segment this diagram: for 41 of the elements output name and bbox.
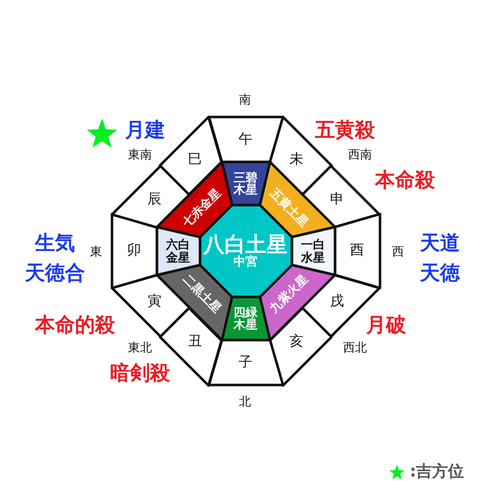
zodiac-sign: 辰 [147, 192, 162, 208]
fortune-label: 五黄殺 [315, 116, 375, 144]
fortune-label: 本命的殺 [35, 312, 115, 338]
star-name: 九紫火星 [267, 272, 310, 316]
direction-label: 北 [239, 394, 251, 410]
star-name: 四緑木星 [232, 306, 258, 332]
fortune-label: 暗剣殺 [110, 360, 170, 386]
position-label: 中宮 [232, 256, 258, 268]
direction-label: 西北 [343, 340, 367, 356]
zodiac-sign: 子 [238, 355, 252, 370]
zodiac-sign: 寅 [147, 294, 162, 310]
legend-text: :吉方位 [410, 462, 464, 482]
zodiac-sign: 午 [238, 132, 252, 147]
zodiac-sign: 酉 [350, 244, 364, 258]
zodiac-sign: 巳 [188, 152, 202, 168]
fortune-label: 天徳合 [25, 260, 85, 286]
fortune-label: 生気 [35, 230, 75, 256]
star-name: 六白金星 [165, 238, 191, 264]
zodiac-sign: 未 [289, 152, 304, 168]
star-name: 三碧木星 [232, 170, 258, 196]
zodiac-sign: 戌 [330, 294, 344, 310]
zodiac-sign: 申 [330, 192, 344, 208]
fortune-label: 月建 [125, 116, 165, 144]
star-name: 八白土星 [204, 234, 288, 256]
fortune-label: 天徳 [420, 260, 460, 286]
star-name: 二黒土星 [180, 272, 224, 316]
direction-label: 南 [239, 92, 251, 108]
direction-label: 西 [392, 244, 404, 260]
zodiac-sign: 亥 [289, 334, 304, 350]
fortune-label: 天道 [420, 230, 460, 256]
star-name: 七赤金星 [180, 186, 224, 230]
fortune-label: 本命殺 [375, 166, 435, 194]
direction-label: 東南 [128, 146, 152, 164]
fortune-label: 月破 [366, 312, 406, 338]
star-name: 一白水星 [300, 238, 326, 264]
direction-label: 西南 [348, 146, 372, 164]
direction-label: 東 [90, 244, 102, 260]
direction-label: 東北 [128, 340, 152, 356]
zodiac-sign: 卯 [127, 244, 141, 258]
zodiac-sign: 丑 [188, 334, 202, 350]
star-name: 五黄土星 [267, 186, 310, 230]
